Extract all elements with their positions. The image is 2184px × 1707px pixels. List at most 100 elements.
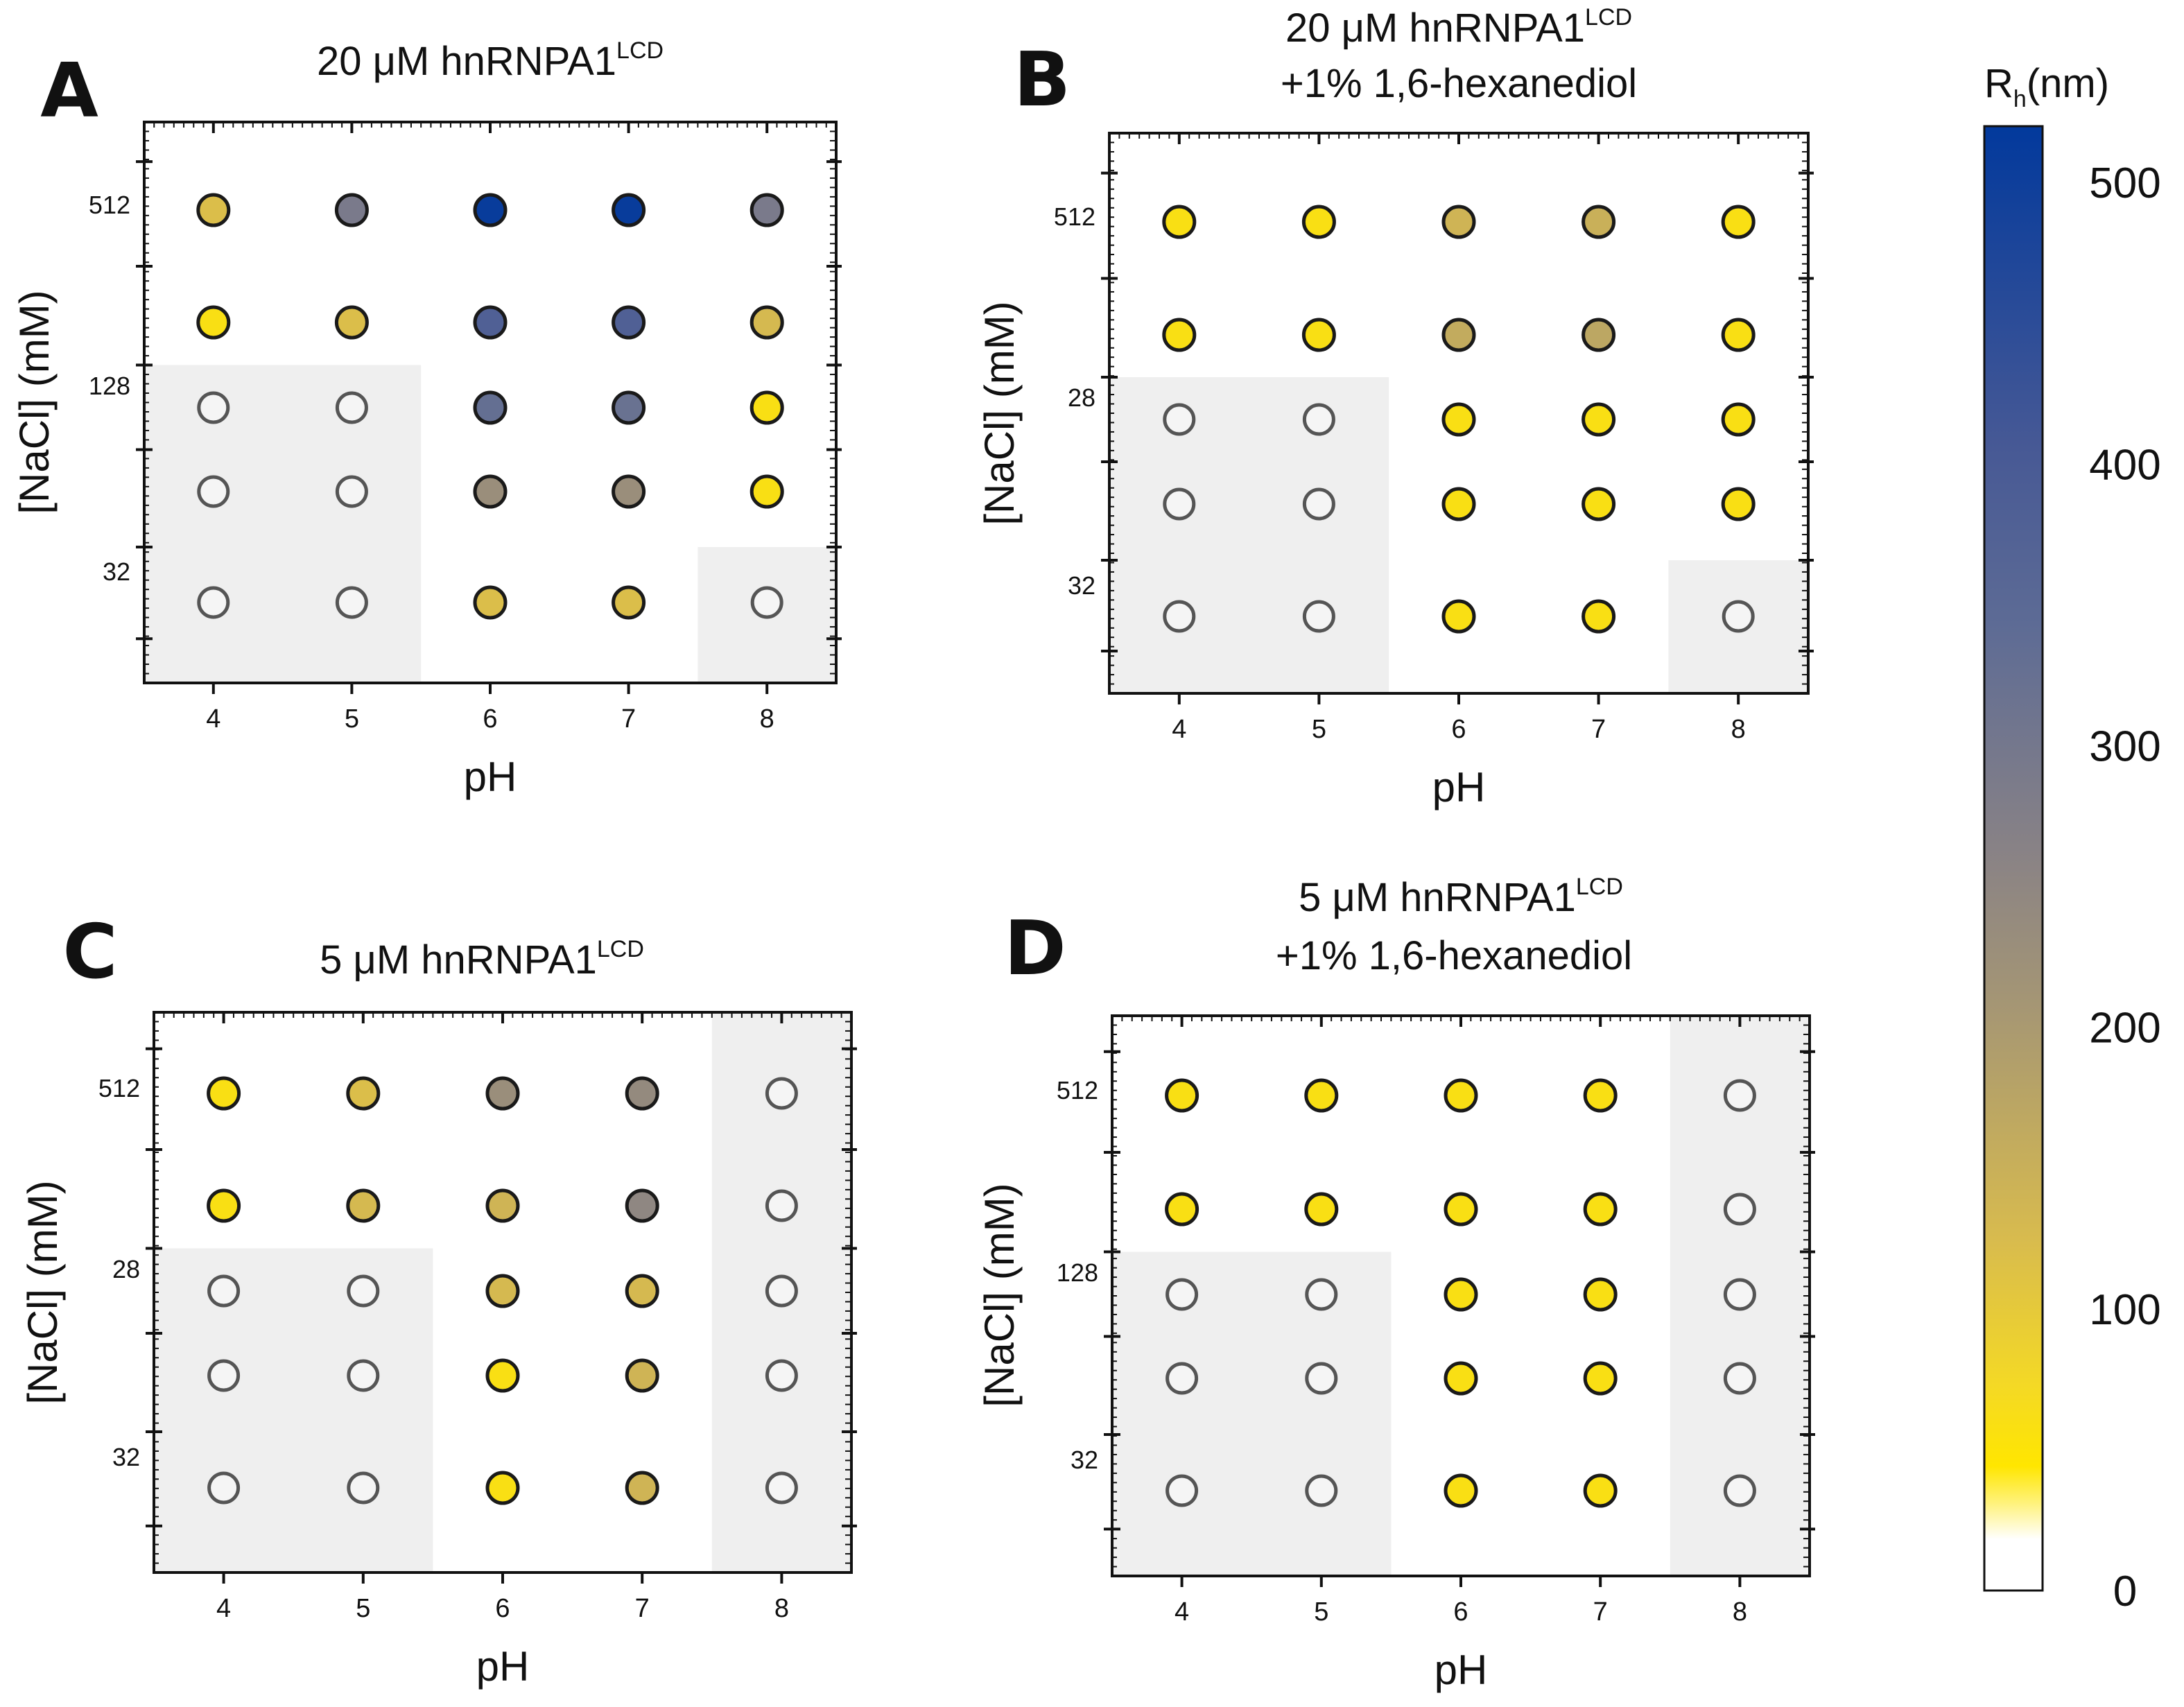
panel-title-line2: +1% 1,6-hexanediol	[1276, 933, 1632, 978]
data-marker	[1162, 318, 1197, 352]
data-marker	[1304, 1192, 1339, 1227]
y-tick-label: 32	[112, 1443, 140, 1471]
empty-marker	[1305, 1278, 1338, 1311]
markers	[207, 1076, 798, 1505]
empty-marker	[207, 1471, 241, 1505]
data-marker	[1301, 318, 1336, 352]
x-tick-label: 8	[1733, 1597, 1747, 1627]
empty-marker	[1163, 600, 1196, 633]
empty-marker	[197, 586, 230, 619]
empty-marker	[1723, 1278, 1756, 1311]
data-marker	[612, 390, 646, 425]
empty-marker	[207, 1359, 241, 1392]
data-marker	[1444, 1078, 1478, 1113]
data-marker	[612, 193, 646, 227]
empty-marker	[1163, 487, 1196, 521]
x-tick-label: 4	[1172, 715, 1186, 744]
y-tick-label: 512	[89, 191, 130, 219]
panel-title-line2: +1% 1,6-hexanediol	[1281, 61, 1637, 106]
colorbar-title: Rh(nm)	[1984, 61, 2109, 112]
shaded-region	[154, 1248, 433, 1572]
y-tick-label: 512	[1057, 1076, 1098, 1104]
empty-marker	[765, 1471, 798, 1505]
colorbar-gradient	[1983, 125, 2044, 1592]
shaded-region	[1112, 1251, 1392, 1576]
data-marker	[1304, 1078, 1339, 1113]
data-marker	[625, 1358, 659, 1393]
empty-marker	[1723, 1079, 1756, 1112]
x-tick-label: 5	[1314, 1597, 1328, 1627]
empty-marker	[750, 586, 783, 619]
data-marker	[1583, 1277, 1618, 1312]
empty-marker	[1723, 1474, 1756, 1507]
data-marker	[1581, 599, 1616, 634]
data-marker	[1441, 599, 1476, 634]
empty-marker	[1305, 1362, 1338, 1395]
data-marker	[473, 193, 508, 227]
colorbar-tick-label: 200	[2089, 1005, 2160, 1052]
data-marker	[1581, 402, 1616, 437]
y-tick-label: 28	[112, 1255, 140, 1283]
empty-marker	[335, 391, 368, 424]
x-tick-label: 4	[1175, 1597, 1189, 1627]
data-marker	[749, 474, 784, 509]
data-marker	[1441, 402, 1476, 437]
empty-marker	[765, 1359, 798, 1392]
empty-marker	[335, 475, 368, 508]
data-marker	[1581, 205, 1616, 239]
y-tick-label: 28	[1068, 383, 1095, 412]
data-marker	[625, 1076, 659, 1111]
shaded-region	[1109, 377, 1389, 693]
x-tick-label: 8	[1731, 715, 1746, 744]
major-ticks	[1104, 1016, 1815, 1587]
data-marker	[207, 1076, 241, 1111]
x-axis-label: pH	[464, 754, 517, 800]
empty-marker	[1163, 403, 1196, 436]
x-axis-label: pH	[476, 1643, 530, 1690]
panel-title: 5 μM hnRNPA1LCD	[320, 936, 644, 982]
empty-marker	[1165, 1474, 1199, 1507]
data-marker	[485, 1471, 520, 1505]
data-marker	[1721, 318, 1756, 352]
empty-marker	[197, 475, 230, 508]
panel-letter: C	[62, 909, 117, 996]
data-marker	[1165, 1192, 1199, 1227]
data-marker	[1444, 1473, 1478, 1508]
y-tick-label: 32	[1071, 1446, 1098, 1474]
data-marker	[1721, 487, 1756, 521]
x-tick-label: 6	[1451, 715, 1466, 744]
major-ticks	[146, 1012, 857, 1584]
markers	[1162, 205, 1756, 634]
panel-title: 5 μM hnRNPA1LCD	[1299, 874, 1623, 920]
data-marker	[1583, 1361, 1618, 1396]
x-axis-label: pH	[1432, 764, 1486, 811]
data-marker	[1721, 205, 1756, 239]
empty-marker	[207, 1274, 241, 1308]
data-marker	[485, 1274, 520, 1308]
data-marker	[612, 305, 646, 340]
empty-marker	[335, 586, 368, 619]
empty-marker	[765, 1077, 798, 1110]
empty-marker	[1305, 1474, 1338, 1507]
data-marker	[749, 193, 784, 227]
data-marker	[473, 305, 508, 340]
y-axis-label: [NaCl] (mM)	[19, 1180, 66, 1404]
empty-marker	[1302, 403, 1335, 436]
data-marker	[346, 1076, 381, 1111]
x-tick-label: 4	[216, 1594, 231, 1623]
colorbar-tick-label: 100	[2089, 1286, 2160, 1334]
data-marker	[1441, 487, 1476, 521]
empty-marker	[765, 1274, 798, 1308]
panel-title: 20 μM hnRNPA1LCD	[317, 37, 664, 84]
data-marker	[1165, 1078, 1199, 1113]
data-marker	[207, 1188, 241, 1223]
y-axis-label: [NaCl] (mM)	[976, 301, 1023, 525]
data-marker	[749, 390, 784, 425]
data-marker	[612, 585, 646, 620]
x-tick-label: 5	[345, 704, 359, 734]
panel-letter: B	[1014, 37, 1071, 123]
